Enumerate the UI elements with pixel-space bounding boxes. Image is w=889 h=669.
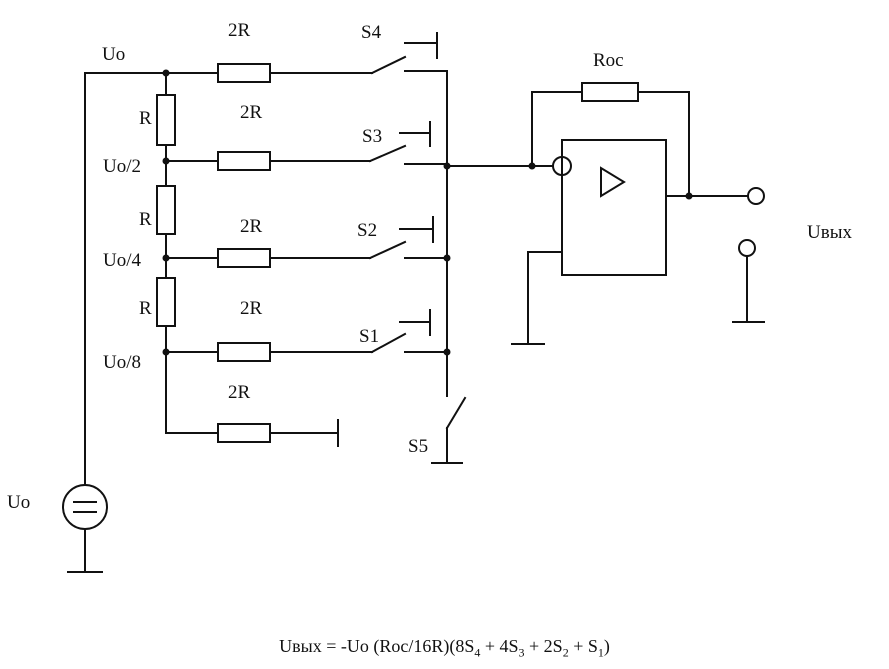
- voltage-source: [62, 72, 108, 573]
- formula-part-3: + S: [568, 636, 598, 656]
- resistor-2r-s4: [217, 63, 271, 83]
- formula-part-1: + 4S: [480, 636, 519, 656]
- label-2r-s3: 2R: [240, 102, 263, 123]
- resistor-2r-s2: [217, 248, 271, 268]
- label-uo-source: Uo: [7, 492, 30, 513]
- label-2r-s2: 2R: [240, 216, 263, 237]
- junction-nodes: [162, 69, 693, 356]
- formula-part-2: + 2S: [524, 636, 563, 656]
- op-amp: [511, 139, 667, 345]
- formula-lhs: Uвых: [279, 636, 322, 656]
- formula-sub-2: 2: [562, 645, 569, 660]
- switch-s2: [368, 216, 448, 260]
- inverting-input-circle: [552, 156, 572, 176]
- label-uo-top: Uo: [102, 44, 125, 65]
- switch-s4: [370, 32, 448, 75]
- resistor-2r-s3: [217, 151, 271, 171]
- label-s2: S2: [357, 220, 377, 241]
- label-uo-eighth: Uo/8: [103, 352, 141, 373]
- switch-s5: [431, 396, 467, 464]
- resistor-r-3: [156, 277, 176, 327]
- transfer-formula: Uвых = -Uo (Roc/16R)(8S4 + 4S3 + 2S2 + S…: [0, 636, 889, 661]
- switch-s3: [368, 121, 448, 165]
- formula-part-eq: = -Uo (Roc/16R)(8S: [321, 636, 475, 656]
- label-s5: S5: [408, 436, 428, 457]
- output-terminals: [665, 187, 765, 323]
- label-uo-half: Uo/2: [103, 156, 141, 177]
- label-uo-quarter: Uo/4: [103, 250, 142, 271]
- label-r-1: R: [139, 108, 152, 129]
- label-r-2: R: [139, 209, 152, 230]
- formula-end: ): [603, 636, 610, 656]
- label-s1: S1: [359, 326, 379, 347]
- formula-sub-4: 4: [474, 645, 481, 660]
- resistor-r-1: [156, 94, 176, 146]
- feedback-loop: [531, 82, 690, 197]
- switch-s1: [370, 309, 448, 354]
- resistor-2r-termination: [217, 423, 271, 443]
- ladder-vertical: [156, 72, 176, 434]
- label-2r-s4: 2R: [228, 20, 251, 41]
- resistor-2r-s1: [217, 342, 271, 362]
- label-roc: Roc: [593, 50, 624, 71]
- formula-sub-1: 1: [597, 645, 604, 660]
- label-r-3: R: [139, 298, 152, 319]
- label-uout: Uвых: [807, 222, 852, 243]
- resistor-roc: [581, 82, 639, 102]
- formula-sub-3: 3: [518, 645, 525, 660]
- label-s3: S3: [362, 126, 382, 147]
- two-r-branches: [165, 63, 373, 447]
- label-s4: S4: [361, 22, 382, 43]
- resistor-r-2: [156, 185, 176, 235]
- label-2r-termination: 2R: [228, 382, 251, 403]
- label-2r-s1: 2R: [240, 298, 263, 319]
- amplifier-triangle-icon: [600, 166, 626, 198]
